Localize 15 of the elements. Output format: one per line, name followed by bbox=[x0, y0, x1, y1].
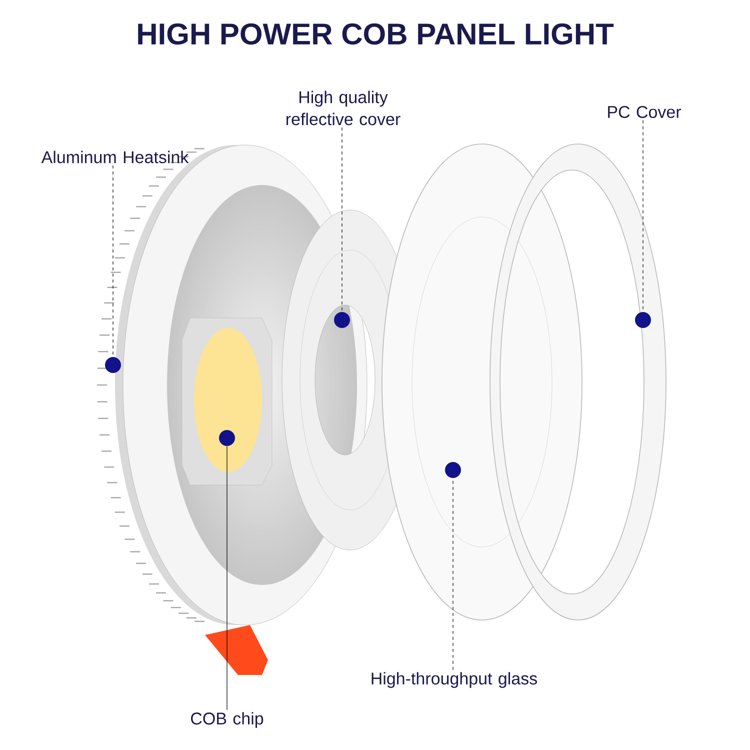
title: HIGH POWER COB PANEL LIGHT bbox=[138, 23, 614, 45]
part-label: Aluminum Heatsink bbox=[41, 150, 189, 164]
marker-dot bbox=[219, 430, 235, 446]
marker-dot bbox=[334, 312, 350, 328]
leader-line bbox=[642, 120, 644, 312]
part-label: High-throughput glass bbox=[372, 672, 537, 688]
marker-dot bbox=[445, 462, 461, 478]
leader-line bbox=[452, 478, 454, 670]
part-label: COB chip bbox=[191, 712, 264, 728]
leader-line bbox=[112, 165, 114, 358]
leader-line bbox=[226, 446, 228, 710]
part-label: High quality reflective cover bbox=[286, 90, 400, 126]
part-label: PC Cover bbox=[608, 106, 682, 118]
marker-dot bbox=[635, 312, 651, 328]
marker-dot bbox=[105, 357, 121, 373]
